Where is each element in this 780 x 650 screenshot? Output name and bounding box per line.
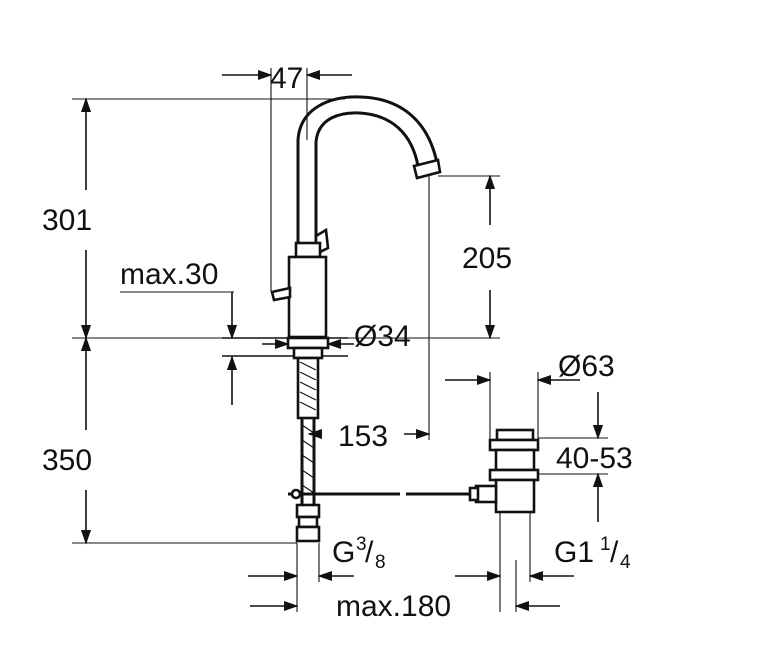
svg-text:/: / <box>365 536 374 569</box>
svg-text:1: 1 <box>600 534 611 555</box>
svg-text:/: / <box>610 536 619 569</box>
dimension-lines <box>72 68 608 612</box>
dim-waste-thread: G1 1 / 4 <box>554 534 631 573</box>
dim-below-deck-length: 350 <box>42 444 92 477</box>
dim-base-diameter: Ø34 <box>354 320 411 353</box>
dim-waste-diameter: Ø63 <box>558 350 615 383</box>
dim-spout-offset: 47 <box>270 62 303 95</box>
dim-waste-range: 40-53 <box>556 442 633 475</box>
thread-hatching <box>299 361 317 411</box>
faucet-body <box>270 95 442 339</box>
svg-text:G: G <box>332 536 355 569</box>
dimension-labels: 47 301 205 max.30 Ø34 350 153 Ø63 40-53 … <box>42 62 633 623</box>
dim-lever-clearance: max.30 <box>120 258 218 291</box>
svg-text:3: 3 <box>356 534 367 555</box>
dim-max-distance: max.180 <box>336 590 451 623</box>
dim-spout-reach: 153 <box>338 420 388 453</box>
svg-text:4: 4 <box>620 552 631 573</box>
dim-spout-height: 205 <box>462 242 512 275</box>
dim-total-height: 301 <box>42 204 92 237</box>
hose-braiding <box>301 424 315 494</box>
dim-supply-thread: G 3 / 8 <box>332 534 386 573</box>
svg-text:G1: G1 <box>554 536 594 569</box>
pop-up-waste <box>468 428 540 514</box>
svg-text:8: 8 <box>375 552 386 573</box>
deck-assembly <box>222 336 470 543</box>
